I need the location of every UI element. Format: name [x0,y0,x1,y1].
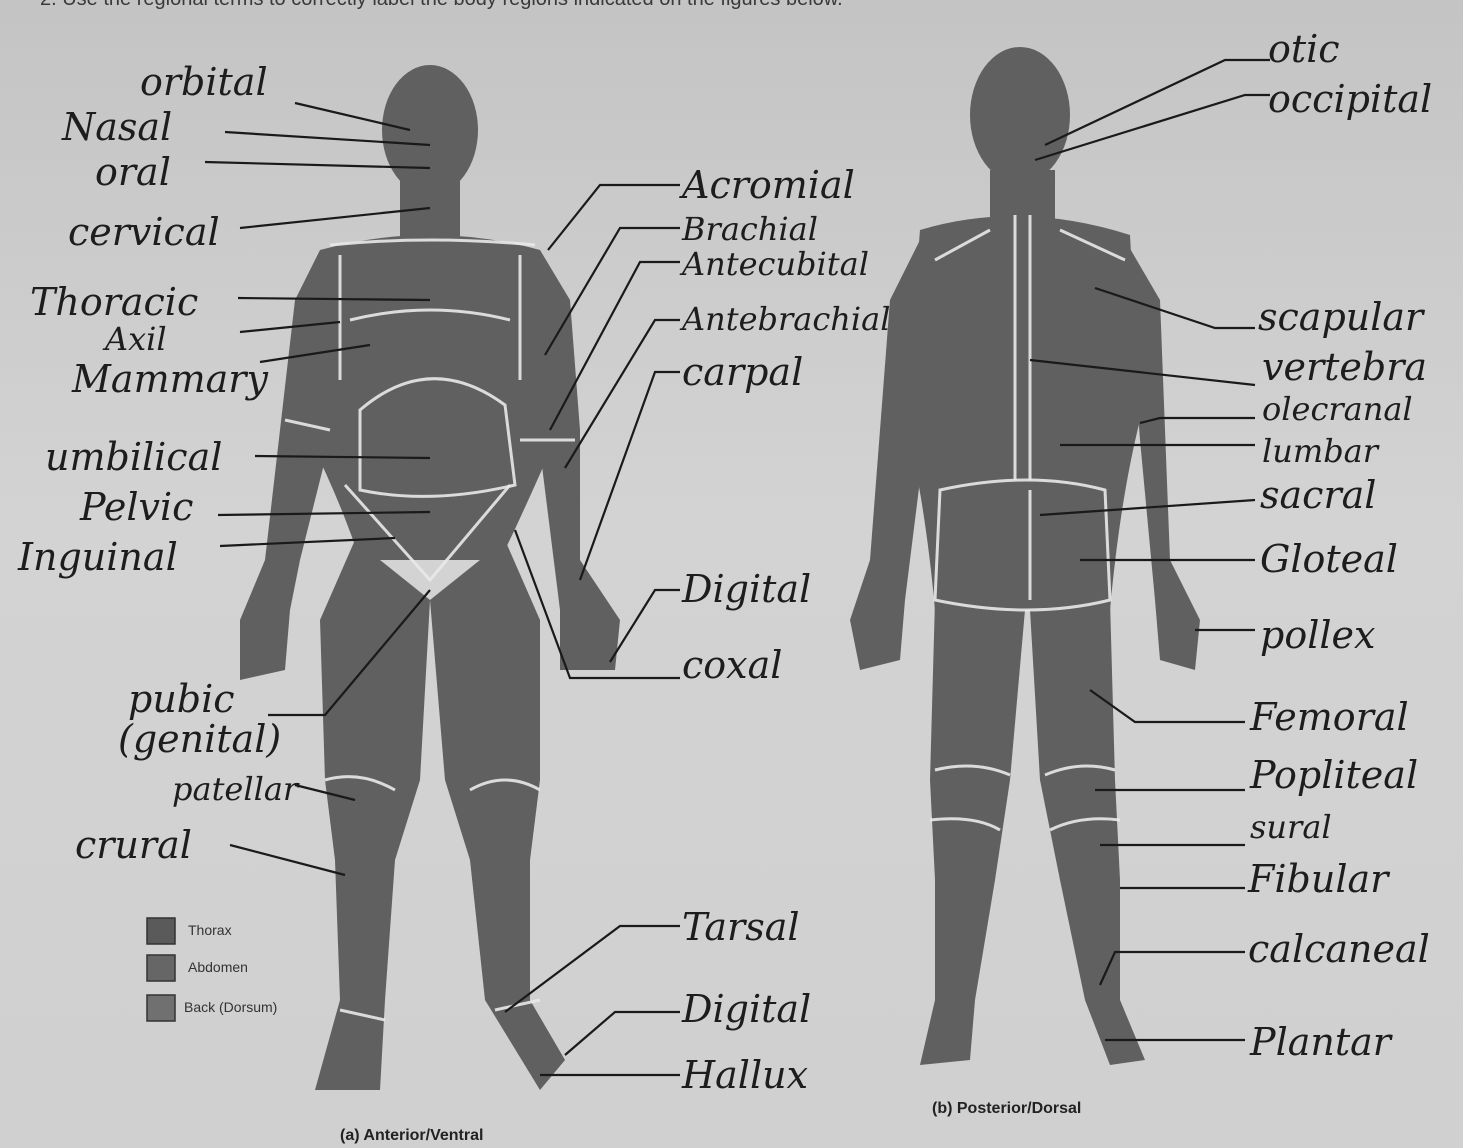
label-calcaneal: calcaneal [1248,927,1430,971]
anterior-left-labels: orbital Nasal oral cervical Thoracic Axi… [17,60,300,867]
label-digital-hand: Digital [681,567,811,611]
legend-label-thorax: Thorax [188,922,232,938]
posterior-figure [850,47,1200,1065]
legend-swatch-abdomen [147,955,175,981]
label-pelvic: Pelvic [79,485,193,529]
label-occipital: occipital [1268,77,1432,121]
label-plantar: Plantar [1249,1020,1394,1064]
label-vertebra: vertebra [1262,345,1427,389]
legend-label-back: Back (Dorsum) [184,999,277,1015]
label-mammary: Mammary [71,357,268,401]
label-orbital: orbital [140,60,268,104]
label-cervical: cervical [68,210,220,254]
anterior-left-leg [430,540,565,1090]
anterior-torso [310,235,555,560]
label-antebrachial: Antebrachial [679,300,890,338]
posterior-left-arm [1125,240,1200,670]
posterior-head [970,47,1070,183]
legend-swatch-thorax [147,918,175,944]
caption-posterior: (b) Posterior/Dorsal [932,1100,1081,1117]
posterior-labels: otic occipital scapular vertebra olecran… [1247,27,1432,1064]
label-axil: Axil [102,320,167,358]
legend-label-abdomen: Abdomen [188,959,248,975]
label-digital-foot: Digital [681,987,811,1031]
legend: Thorax Abdomen Back (Dorsum) [147,918,277,1021]
label-thoracic: Thoracic [30,280,198,324]
label-otic: otic [1268,27,1340,71]
label-pubic: pubic [128,677,235,721]
label-patellar: patellar [172,770,300,808]
label-genital: (genital) [118,717,281,761]
label-tarsal: Tarsal [682,905,800,949]
label-sural: sural [1250,808,1332,846]
anterior-figure [240,65,620,1090]
label-fibular: Fibular [1247,857,1391,901]
caption-anterior: (a) Anterior/Ventral [340,1127,483,1144]
label-crural: crural [75,823,192,867]
legend-swatch-back [147,995,175,1021]
label-femoral: Femoral [1249,695,1409,739]
label-inguinal: Inguinal [17,535,178,579]
label-pollex: pollex [1260,613,1375,657]
label-gloteal: Gloteal [1260,537,1398,581]
posterior-torso [905,216,1140,610]
anterior-head [382,65,478,195]
label-acromial: Acromial [679,163,855,207]
label-lumbar: lumbar [1262,432,1380,470]
label-coxal: coxal [682,643,782,687]
posterior-right-leg [920,600,1025,1065]
label-carpal: carpal [682,350,803,394]
label-brachial: Brachial [681,210,818,248]
label-nasal: Nasal [61,105,172,149]
label-umbilical: umbilical [45,435,222,479]
label-scapular: scapular [1258,295,1426,339]
anterior-right-leg [315,540,430,1090]
label-hallux: Hallux [681,1053,808,1097]
label-sacral: sacral [1260,473,1376,517]
label-antecubital: Antecubital [679,245,869,283]
label-popliteal: Popliteal [1249,753,1418,797]
label-oral: oral [95,150,171,194]
label-olecranal: olecranal [1262,390,1413,428]
posterior-left-leg [1030,600,1145,1065]
